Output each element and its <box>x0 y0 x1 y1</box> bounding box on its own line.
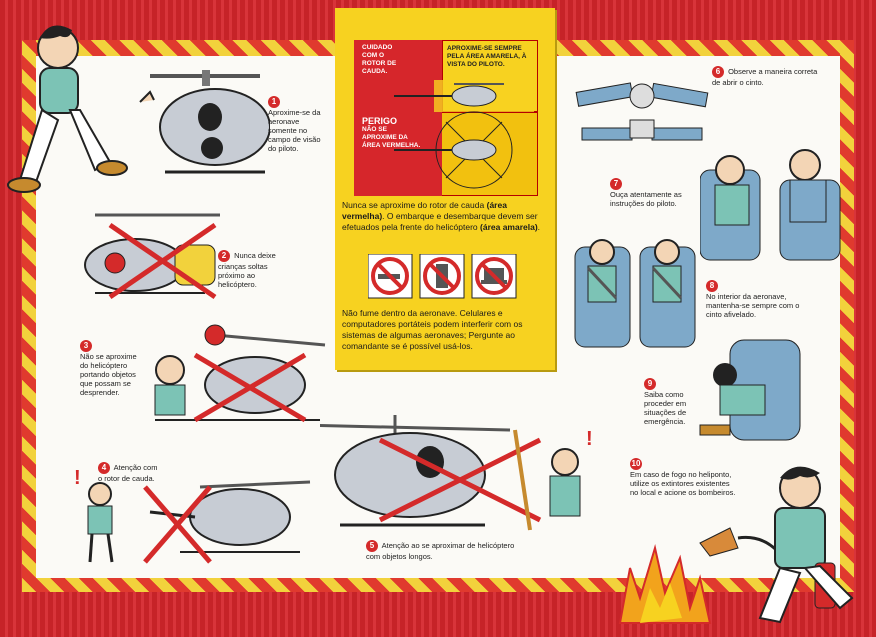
para1-part-a: Nunca se aproxime do rotor de cauda <box>342 200 485 210</box>
step-4: 4 Atenção com o rotor de cauda. <box>98 462 158 483</box>
step-9: 9 Saiba como proceder em situações de em… <box>644 378 714 426</box>
seated-passengers-illustration <box>574 239 696 348</box>
step-6: 6 Observe a maneira correta de abrir o c… <box>712 66 822 87</box>
prohibition-icons <box>368 254 517 299</box>
step-3-text: Não se aproxime do helicóptero portando … <box>80 352 137 397</box>
step-5: 5 Atenção ao se aproximar de helicóptero… <box>366 540 516 561</box>
children-helicopter-illustration <box>84 213 220 300</box>
approach-text: APROXIME-SE SEMPRE PELA ÁREA AMARELA, À … <box>447 45 527 68</box>
para1-part-c: . O embarque e desembarque devem ser efe… <box>342 211 538 232</box>
step-7-number: 7 <box>610 178 622 190</box>
step-2-number: 2 <box>218 250 230 262</box>
svg-text:!: ! <box>74 467 81 489</box>
step-3: 3 Não se aproxime do helicóptero portand… <box>80 340 142 397</box>
fire-extinguisher-illustration <box>618 466 854 624</box>
step-8-text: No interior da aeronave, mantenha-se sem… <box>706 292 800 319</box>
step-1-number: 1 <box>268 96 280 108</box>
long-objects-helicopter-illustration: ! <box>320 415 593 531</box>
step-9-number: 9 <box>644 378 656 390</box>
danger-text: NÃO SE APROXIME DA ÁREA VERMELHA. <box>362 126 421 149</box>
no-smoking-paragraph: Não fume dentro da aeronave. Celulares e… <box>342 308 523 351</box>
step-1-text: Aproxime-se da aeronave somente no campo… <box>268 108 321 153</box>
step-5-text: Atenção ao se aproximar de helicóptero c… <box>366 541 515 561</box>
step-10-text: Em caso de fogo no heliponto, utilize os… <box>630 470 736 497</box>
step-1: 1 Aproxime-se da aeronave somente no cam… <box>268 96 328 153</box>
danger-label: PERIGO NÃO SE APROXIME DA ÁREA VERMELHA. <box>354 112 442 196</box>
para1-part-e: . <box>537 222 541 232</box>
step-9-text: Saiba como proceder em situações de emer… <box>644 390 687 426</box>
step-2-text: Nunca deixe crianças soltas próximo ao h… <box>218 251 276 289</box>
step-8: 8 No interior da aeronave, mantenha-se s… <box>706 280 816 319</box>
no-cellphone-icon <box>419 254 465 299</box>
step-7-text: Ouça atentamente as instruções do piloto… <box>610 190 682 208</box>
walking-man-illustration <box>7 25 128 193</box>
tail-rotor-illustration: ! <box>74 467 311 564</box>
step-4-text: Atenção com o rotor de cauda. <box>98 463 158 483</box>
step-6-text: Observe a maneira correta de abrir o cin… <box>712 67 818 87</box>
step-5-number: 5 <box>366 540 378 552</box>
no-laptop-icon <box>471 254 517 299</box>
tail-rotor-paragraph: Nunca se aproxime do rotor de cauda (áre… <box>342 200 547 233</box>
para1-yellow-area: (área amarela) <box>480 222 538 232</box>
caution-panel: CUIDADO COM O ROTOR DE CAUDA. <box>354 40 442 112</box>
step-10: 10 Em caso de fogo no heliponto, utilize… <box>630 458 740 497</box>
hazard-stripe-right <box>840 40 854 592</box>
seatbelt-buckle-illustration <box>575 82 709 141</box>
svg-text:!: ! <box>586 428 593 450</box>
brace-position-illustration <box>699 339 801 441</box>
step-8-number: 8 <box>706 280 718 292</box>
step-10-number: 10 <box>630 458 642 470</box>
helicopter-front-illustration <box>139 70 270 174</box>
step-7: 7 Ouça atentamente as instruções do pilo… <box>610 178 705 208</box>
caution-title: CUIDADO COM O ROTOR DE CAUDA. <box>362 44 397 75</box>
step-3-number: 3 <box>80 340 92 352</box>
no-smoking-icon <box>368 254 413 299</box>
pilot-instructions-illustration <box>700 149 841 261</box>
step-4-number: 4 <box>98 462 110 474</box>
step-2: 2 Nunca deixe crianças soltas próximo ao… <box>218 250 288 289</box>
objects-helicopter-illustration <box>154 324 326 423</box>
danger-title: PERIGO <box>362 116 398 126</box>
step-6-number: 6 <box>712 66 724 78</box>
para1-red-area: (área vermelha) <box>342 200 507 221</box>
approach-diagram <box>394 80 534 189</box>
